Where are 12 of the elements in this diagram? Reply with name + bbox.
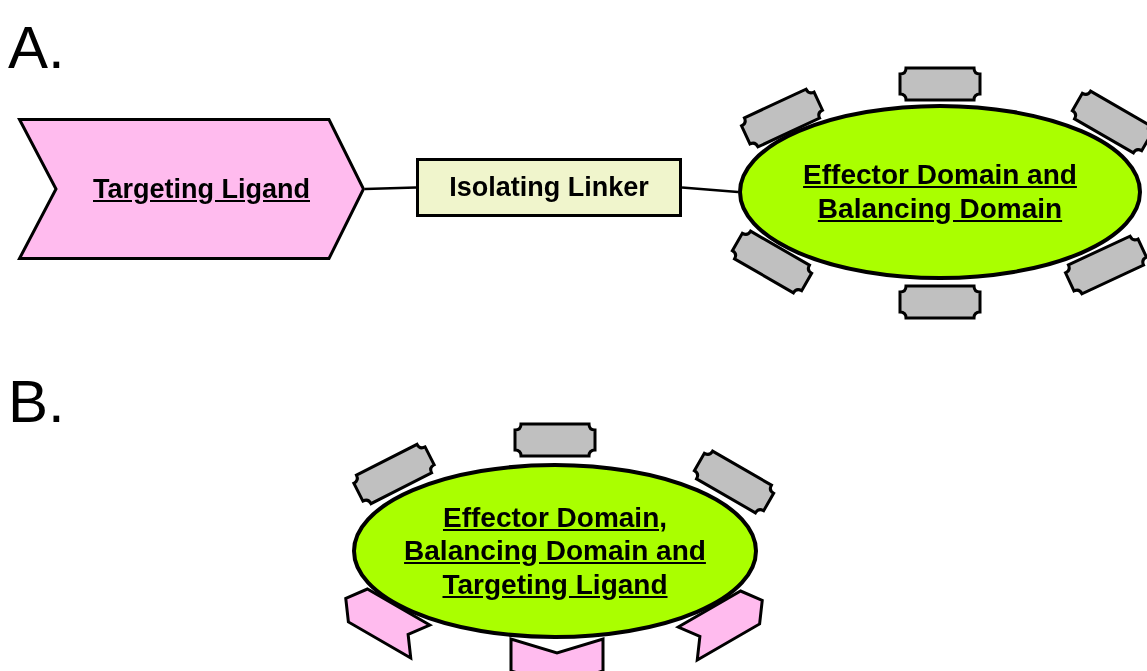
domain-ellipse: [352, 463, 758, 639]
connector-line: [364, 186, 417, 191]
node-label: Targeting Ligand: [93, 172, 310, 206]
panel-letter: A.: [8, 18, 65, 78]
node-label: Isolating Linker: [449, 171, 649, 204]
connector-line: [681, 186, 739, 194]
node-label: Effector Domain, Balancing Domain and Targeting Ligand: [403, 500, 707, 602]
linker-box: [416, 158, 682, 217]
domain-ellipse: [738, 104, 1142, 280]
ligand-chevron: [18, 118, 365, 260]
panel-letter: B.: [8, 372, 65, 432]
node-label: Effector Domain and Balancing Domain: [802, 158, 1078, 226]
